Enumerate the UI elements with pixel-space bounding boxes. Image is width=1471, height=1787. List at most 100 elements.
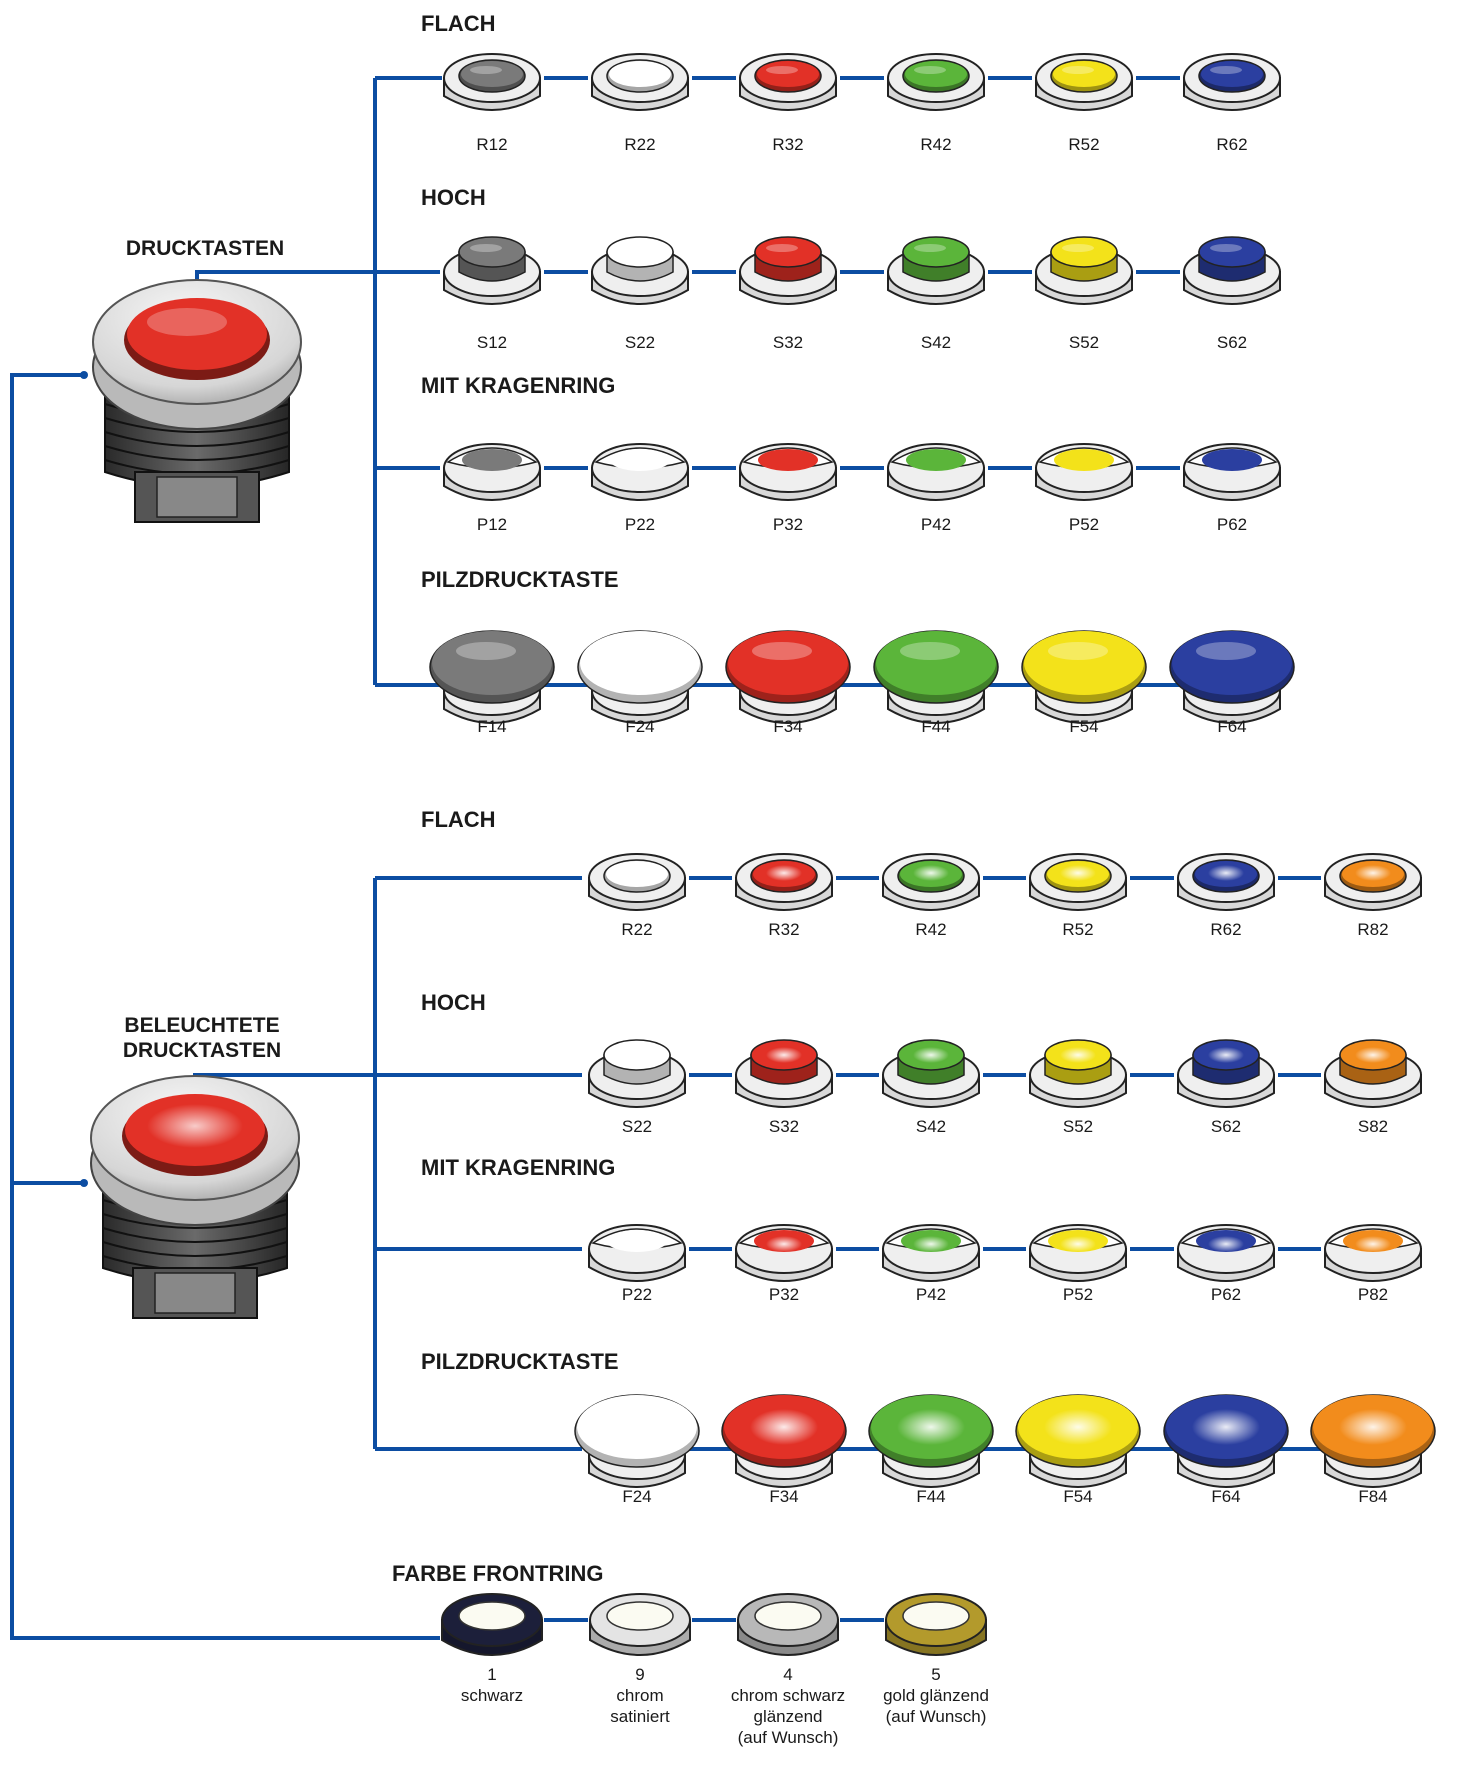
product-code: S52 <box>1063 1117 1093 1136</box>
cap <box>754 236 822 268</box>
product-code: P42 <box>916 1285 946 1304</box>
row-title-pilzdrucktaste: PILZDRUCKTASTE <box>421 567 619 592</box>
product-code: R62 <box>1210 920 1241 939</box>
cap <box>609 61 671 87</box>
cap <box>606 861 668 887</box>
product-code: P42 <box>921 515 951 534</box>
button-F64-blue <box>1169 630 1295 724</box>
product-code: S32 <box>769 1117 799 1136</box>
connector-lines <box>10 76 582 1640</box>
product-code: S42 <box>921 333 951 352</box>
head-drucktasten <box>92 279 302 523</box>
ring-description: chrom schwarz <box>731 1686 845 1705</box>
button-S22-white <box>588 1039 686 1108</box>
button-P22-white <box>591 443 689 501</box>
group-title-beleuchtete-line2: DRUCKTASTEN <box>123 1039 281 1062</box>
cap <box>757 61 819 87</box>
cap <box>1054 449 1114 471</box>
button-R42-green <box>882 853 980 911</box>
ring-description: schwarz <box>461 1686 523 1705</box>
button-F64-blue <box>1163 1394 1289 1488</box>
head-beleuchtete-drucktasten <box>90 1075 300 1319</box>
product-code: S52 <box>1069 333 1099 352</box>
ring-number: 9 <box>635 1665 644 1684</box>
product-code: F64 <box>1211 1487 1240 1506</box>
cap <box>905 61 967 87</box>
product-code: P62 <box>1211 1285 1241 1304</box>
button-R22-white <box>588 853 686 911</box>
product-code: R32 <box>772 135 803 154</box>
cap <box>607 1230 667 1252</box>
cap <box>461 61 523 87</box>
cap <box>1198 236 1266 268</box>
button-P32-red <box>739 443 837 501</box>
button-R22-white <box>591 53 689 111</box>
button-R52-yellow <box>1029 853 1127 911</box>
product-code: R52 <box>1068 135 1099 154</box>
button-S62-blue <box>1177 1039 1275 1108</box>
cap <box>432 631 552 695</box>
product-code: P32 <box>769 1285 799 1304</box>
product-code: R32 <box>768 920 799 939</box>
product-code: R42 <box>920 135 951 154</box>
cap <box>462 449 522 471</box>
product-code: P62 <box>1217 515 1247 534</box>
cap <box>728 631 848 695</box>
button-R62-blue <box>1183 53 1281 111</box>
button-R32-red <box>735 853 833 911</box>
button-S32-red <box>739 236 837 305</box>
button-S52-yellow <box>1035 236 1133 305</box>
product-code: P32 <box>773 515 803 534</box>
cap <box>876 631 996 695</box>
button-R42-green <box>887 53 985 111</box>
row-title-flach-lit: FLACH <box>421 807 496 832</box>
button-F54-yellow <box>1021 630 1147 724</box>
button-F44-green <box>873 630 999 724</box>
product-code: F54 <box>1069 717 1098 736</box>
button-F24-white <box>577 630 703 724</box>
product-code: P22 <box>625 515 655 534</box>
cap <box>906 449 966 471</box>
button-R32-red <box>739 53 837 111</box>
ring-description: satiniert <box>610 1707 670 1726</box>
ring-description: (auf Wunsch) <box>738 1728 839 1747</box>
product-code: R52 <box>1062 920 1093 939</box>
product-code: S22 <box>625 333 655 352</box>
product-code: P22 <box>622 1285 652 1304</box>
button-P62-blue <box>1183 443 1281 501</box>
product-code: P52 <box>1069 515 1099 534</box>
button-S42-green <box>887 236 985 305</box>
button-P52-yellow <box>1029 1224 1127 1282</box>
red-cap <box>127 298 267 370</box>
button-F84-orange <box>1310 1394 1436 1488</box>
button-P22-white <box>588 1224 686 1282</box>
product-code: R62 <box>1216 135 1247 154</box>
group-title-beleuchtete-line1: BELEUCHTETE <box>124 1014 279 1037</box>
product-code: F64 <box>1217 717 1246 736</box>
product-code: R22 <box>621 920 652 939</box>
product-code: F24 <box>625 717 654 736</box>
button-P52-yellow <box>1035 443 1133 501</box>
button-P82-orange <box>1324 1224 1422 1282</box>
ring-description: gold glänzend <box>883 1686 989 1705</box>
cap <box>577 1395 697 1459</box>
button-P62-blue <box>1177 1224 1275 1282</box>
row-title-hoch: HOCH <box>421 185 486 210</box>
product-code: R82 <box>1357 920 1388 939</box>
product-code: S22 <box>622 1117 652 1136</box>
product-code: F24 <box>622 1487 651 1506</box>
row-title-pilzdrucktaste-lit: PILZDRUCKTASTE <box>421 1349 619 1374</box>
button-S42-green <box>882 1039 980 1108</box>
